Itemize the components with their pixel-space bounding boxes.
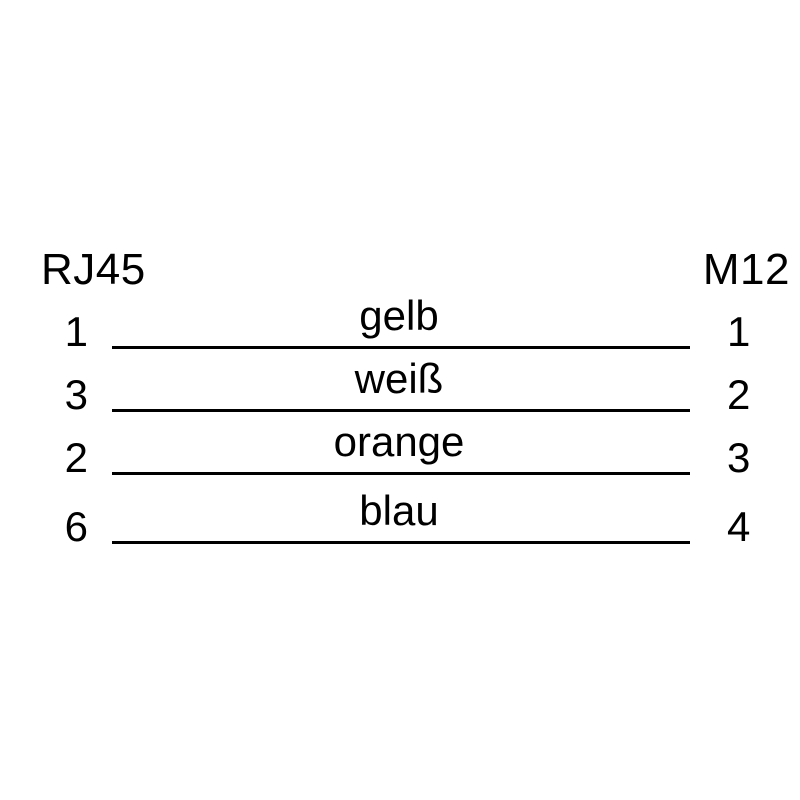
- wire-connector-line: [112, 541, 690, 544]
- right-pin-number: 4: [727, 503, 751, 550]
- wire-color-label: orange: [333, 418, 465, 465]
- left-pin-number: 3: [64, 371, 88, 418]
- right-connector-label: M12: [702, 245, 790, 294]
- left-pin-number: 6: [64, 503, 88, 550]
- right-pin-number: 1: [727, 308, 751, 355]
- wire-color-label: gelb: [359, 292, 439, 339]
- right-pin-number: 2: [727, 371, 751, 418]
- wire-connector-line: [112, 472, 690, 475]
- left-pin-number: 1: [64, 308, 88, 355]
- left-connector-label: RJ45: [41, 245, 146, 294]
- left-pin-number: 2: [64, 434, 88, 481]
- wire-color-label: weiß: [354, 355, 444, 402]
- wire-color-label: blau: [359, 487, 439, 534]
- right-pin-number: 3: [727, 434, 751, 481]
- wire-connector-line: [112, 409, 690, 412]
- wire-connector-line: [112, 346, 690, 349]
